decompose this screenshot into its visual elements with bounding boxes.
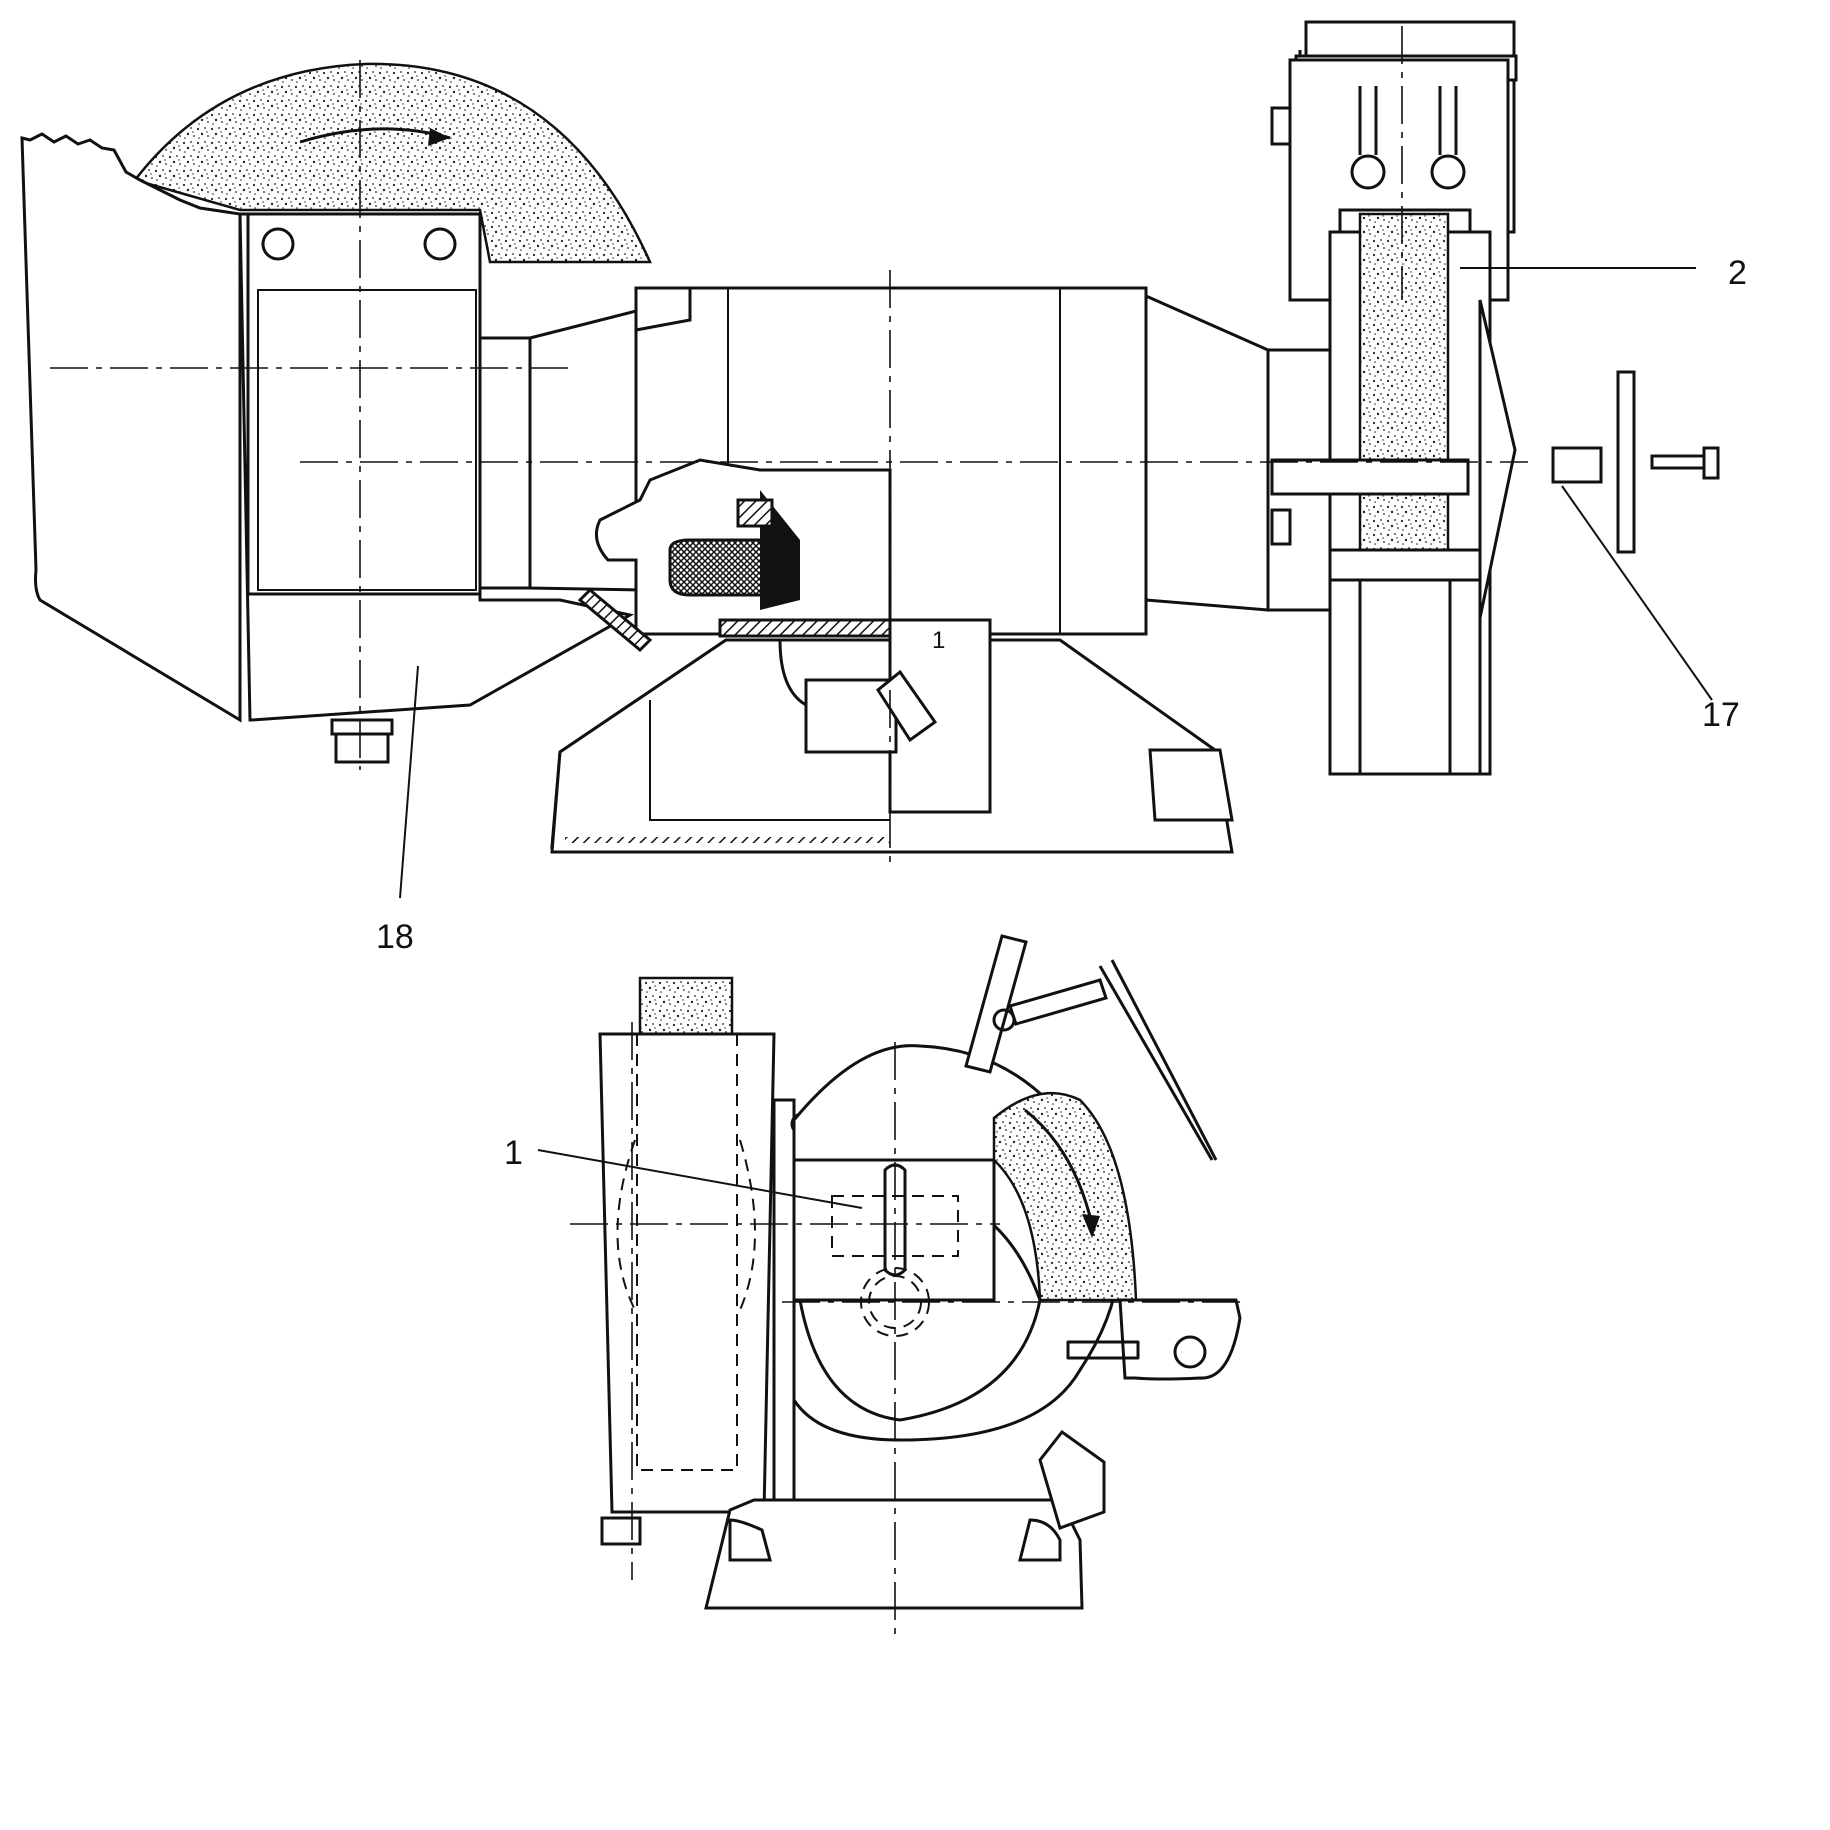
disc [1616, 370, 1636, 554]
side-wheel-top [638, 976, 734, 1036]
side-tool-rest-slot [1066, 1340, 1140, 1360]
side-view [570, 934, 1246, 1634]
callout-label-18: 18 [376, 918, 414, 956]
left-grinding-wheel [132, 62, 652, 264]
side-flange [772, 1098, 796, 1502]
right-frame-lower-right [1448, 578, 1482, 776]
right-guard-bolt-2 [1430, 154, 1466, 190]
rotation-arrowhead-icon [428, 128, 450, 146]
front-view: 1 [20, 20, 1720, 870]
side-eye-shield-2 [1110, 959, 1218, 1161]
right-guard-bolt-1 [1350, 154, 1386, 190]
right-support-bolt [1270, 508, 1292, 546]
side-eye-shield-pivot [992, 1008, 1016, 1032]
side-eye-shield-bracket [1008, 978, 1108, 1026]
side-guard-hidden [636, 1033, 738, 1471]
guard-bolt-left [261, 227, 295, 261]
right-tool-rest [1478, 299, 1517, 619]
bolt-head [1702, 446, 1720, 480]
right-lower-bar [1328, 548, 1482, 582]
side-guard-column [598, 1032, 776, 1514]
side-eye-shield-arm [964, 934, 1028, 1074]
motor-flange [634, 286, 692, 332]
callout-label-2: 2 [1728, 254, 1747, 292]
side-base-foot-left [728, 1518, 772, 1562]
right-frame-lower-left [1328, 578, 1362, 776]
callout-label-1: 1 [504, 1134, 523, 1172]
switch-lever [876, 669, 938, 743]
guard-bracket [246, 214, 482, 470]
leader-line-1 [537, 1149, 863, 1209]
flange-washer [1551, 446, 1603, 484]
callout-label-17: 17 [1702, 696, 1740, 734]
bolt-shank [1650, 454, 1706, 470]
wheel-guard [20, 132, 242, 723]
adjuster-block [478, 336, 532, 590]
cutaway-bearing [736, 498, 774, 528]
guard-inner-plate [257, 289, 477, 591]
side-base [704, 1498, 1084, 1610]
side-grinding-wheel [992, 1091, 1138, 1302]
guard-bolt-right [423, 227, 457, 261]
right-grinding-wheel [1358, 212, 1450, 552]
drain-nut [330, 718, 394, 736]
base-right-foot [1148, 748, 1234, 822]
side-rotation-arrow-icon [1024, 1108, 1094, 1226]
guard-plate [246, 212, 482, 596]
cable [778, 639, 807, 707]
side-switch [1038, 1429, 1106, 1530]
leader-line-18 [399, 665, 419, 899]
inner-mark-1: 1 [932, 627, 945, 654]
side-base-foot-right [1018, 1518, 1062, 1562]
side-rotation-arrowhead-icon [1082, 1214, 1100, 1238]
cutaway-shaft-strip [718, 618, 892, 638]
base-inner [649, 700, 890, 821]
side-tool-rest-bolt [1173, 1335, 1207, 1369]
leader-line-17 [1561, 485, 1713, 701]
right-nut [1270, 106, 1292, 146]
drain-nut-hex [334, 732, 390, 764]
side-guard-hidden-disc [616, 1139, 756, 1311]
side-eye-shield [1098, 965, 1214, 1161]
cutaway-hatched-wall [577, 587, 653, 653]
right-hub-cone [1144, 293, 1270, 612]
right-support-arm [1270, 458, 1470, 496]
side-drain-nut [600, 1516, 642, 1546]
side-motor-cap [792, 1158, 996, 1302]
